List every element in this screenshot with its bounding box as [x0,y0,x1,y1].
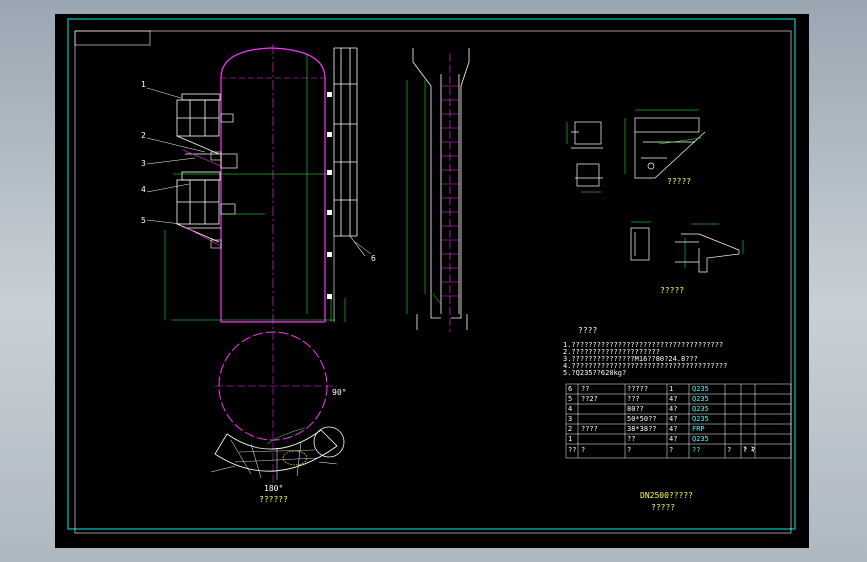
bom-cell: ? [627,446,632,454]
bom-cell: Q235 [692,405,709,413]
cad-drawing [67,18,796,534]
bom-cell: 50*50?? [627,415,657,423]
bom-cell: 80?? [627,405,644,413]
platform-lower [176,171,221,243]
bom-cell: 3 [568,415,573,423]
side-ladder-rungs [441,54,459,332]
note-2: 2.????????????????????? [563,348,660,356]
detail-b-label: ????? [660,286,685,295]
bom-cell: ??2? [581,395,598,403]
bom-cell: 2 [568,425,573,433]
note-3: 3.???????????????M16??80?24.8??? [563,355,698,363]
front-dims [164,54,346,322]
bom-cell: 4? [669,435,678,443]
detail-a-label: ????? [667,177,692,186]
bom-cell: 1 [669,385,674,393]
side-elevation [412,48,470,330]
bom-cell: Q235 [692,395,709,403]
detail-a [571,117,706,187]
ladder-clips [327,92,332,299]
bom-cell: 38*38?? [627,425,657,433]
detail-b-dims [631,221,744,268]
drawing-canvas[interactable]: 1 2 3 4 5 6 90° 180° ?????? ????? ????? … [55,14,809,548]
bom-table-lines [565,383,792,459]
bom-cell: Q235 [692,385,709,393]
bom-cell: 6 [568,385,573,393]
callout-leaders [146,87,372,255]
note-1: 1.???????????????????????????????????? [563,341,724,349]
note-5: 5.?Q235??620kg? [563,369,627,377]
bom-cell: 4? [669,405,678,413]
angle-90: 90° [332,388,347,397]
inner-frame [74,30,792,534]
title-sub: ????? [651,503,676,512]
bom-cell: ? [581,446,586,454]
platform-upper [176,93,221,155]
bom-cell: ?? [627,435,636,443]
title-tag-box [74,30,151,46]
bom-cell: 4? [669,425,678,433]
bom-top-extra: ? 1 [743,446,754,453]
callout-5: 5 [141,216,146,225]
bom-cell: 4? [669,395,678,403]
callout-6: 6 [371,254,376,263]
bom-cell: FRP [692,425,705,433]
note-4: 4.????????????????????????????????????? [563,362,728,370]
bom-cell: ????? [627,385,649,393]
ladder-front [333,47,358,237]
detail-a-dims [566,109,702,193]
nozzles [220,113,238,215]
platform-braces [182,149,222,249]
callout-1: 1 [141,80,146,89]
title-main: DN2500????? [640,491,693,500]
side-dims [406,80,442,314]
bom-cell: ? [669,446,674,454]
bom-cell: Q235 [692,415,709,423]
callout-3: 3 [141,159,146,168]
detail-b [630,227,740,273]
bom-cell: 4 [568,405,573,413]
bom-cell: ?? [581,385,590,393]
notes-title: ???? [578,326,598,335]
bom-cell: ?? [692,446,701,454]
callout-4: 4 [141,185,146,194]
bom-cell: ? ? [743,446,756,454]
bom-cell: ??? [627,395,640,403]
plan-view [210,331,345,484]
callout-2: 2 [141,131,146,140]
outer-frame [67,18,796,530]
bottom-view-label: ?????? [259,495,288,504]
ladder-diag [349,235,366,257]
angle-180: 180° [264,484,284,493]
bom-cell: Q235 [692,435,709,443]
bom-cell: ?? [568,446,577,454]
bom-cell: 4? [669,415,678,423]
bom-cell: ???? [581,425,598,433]
bom-cell: 1 [568,435,573,443]
bom-cell: ? [727,446,732,454]
bom-cell: 5 [568,395,573,403]
